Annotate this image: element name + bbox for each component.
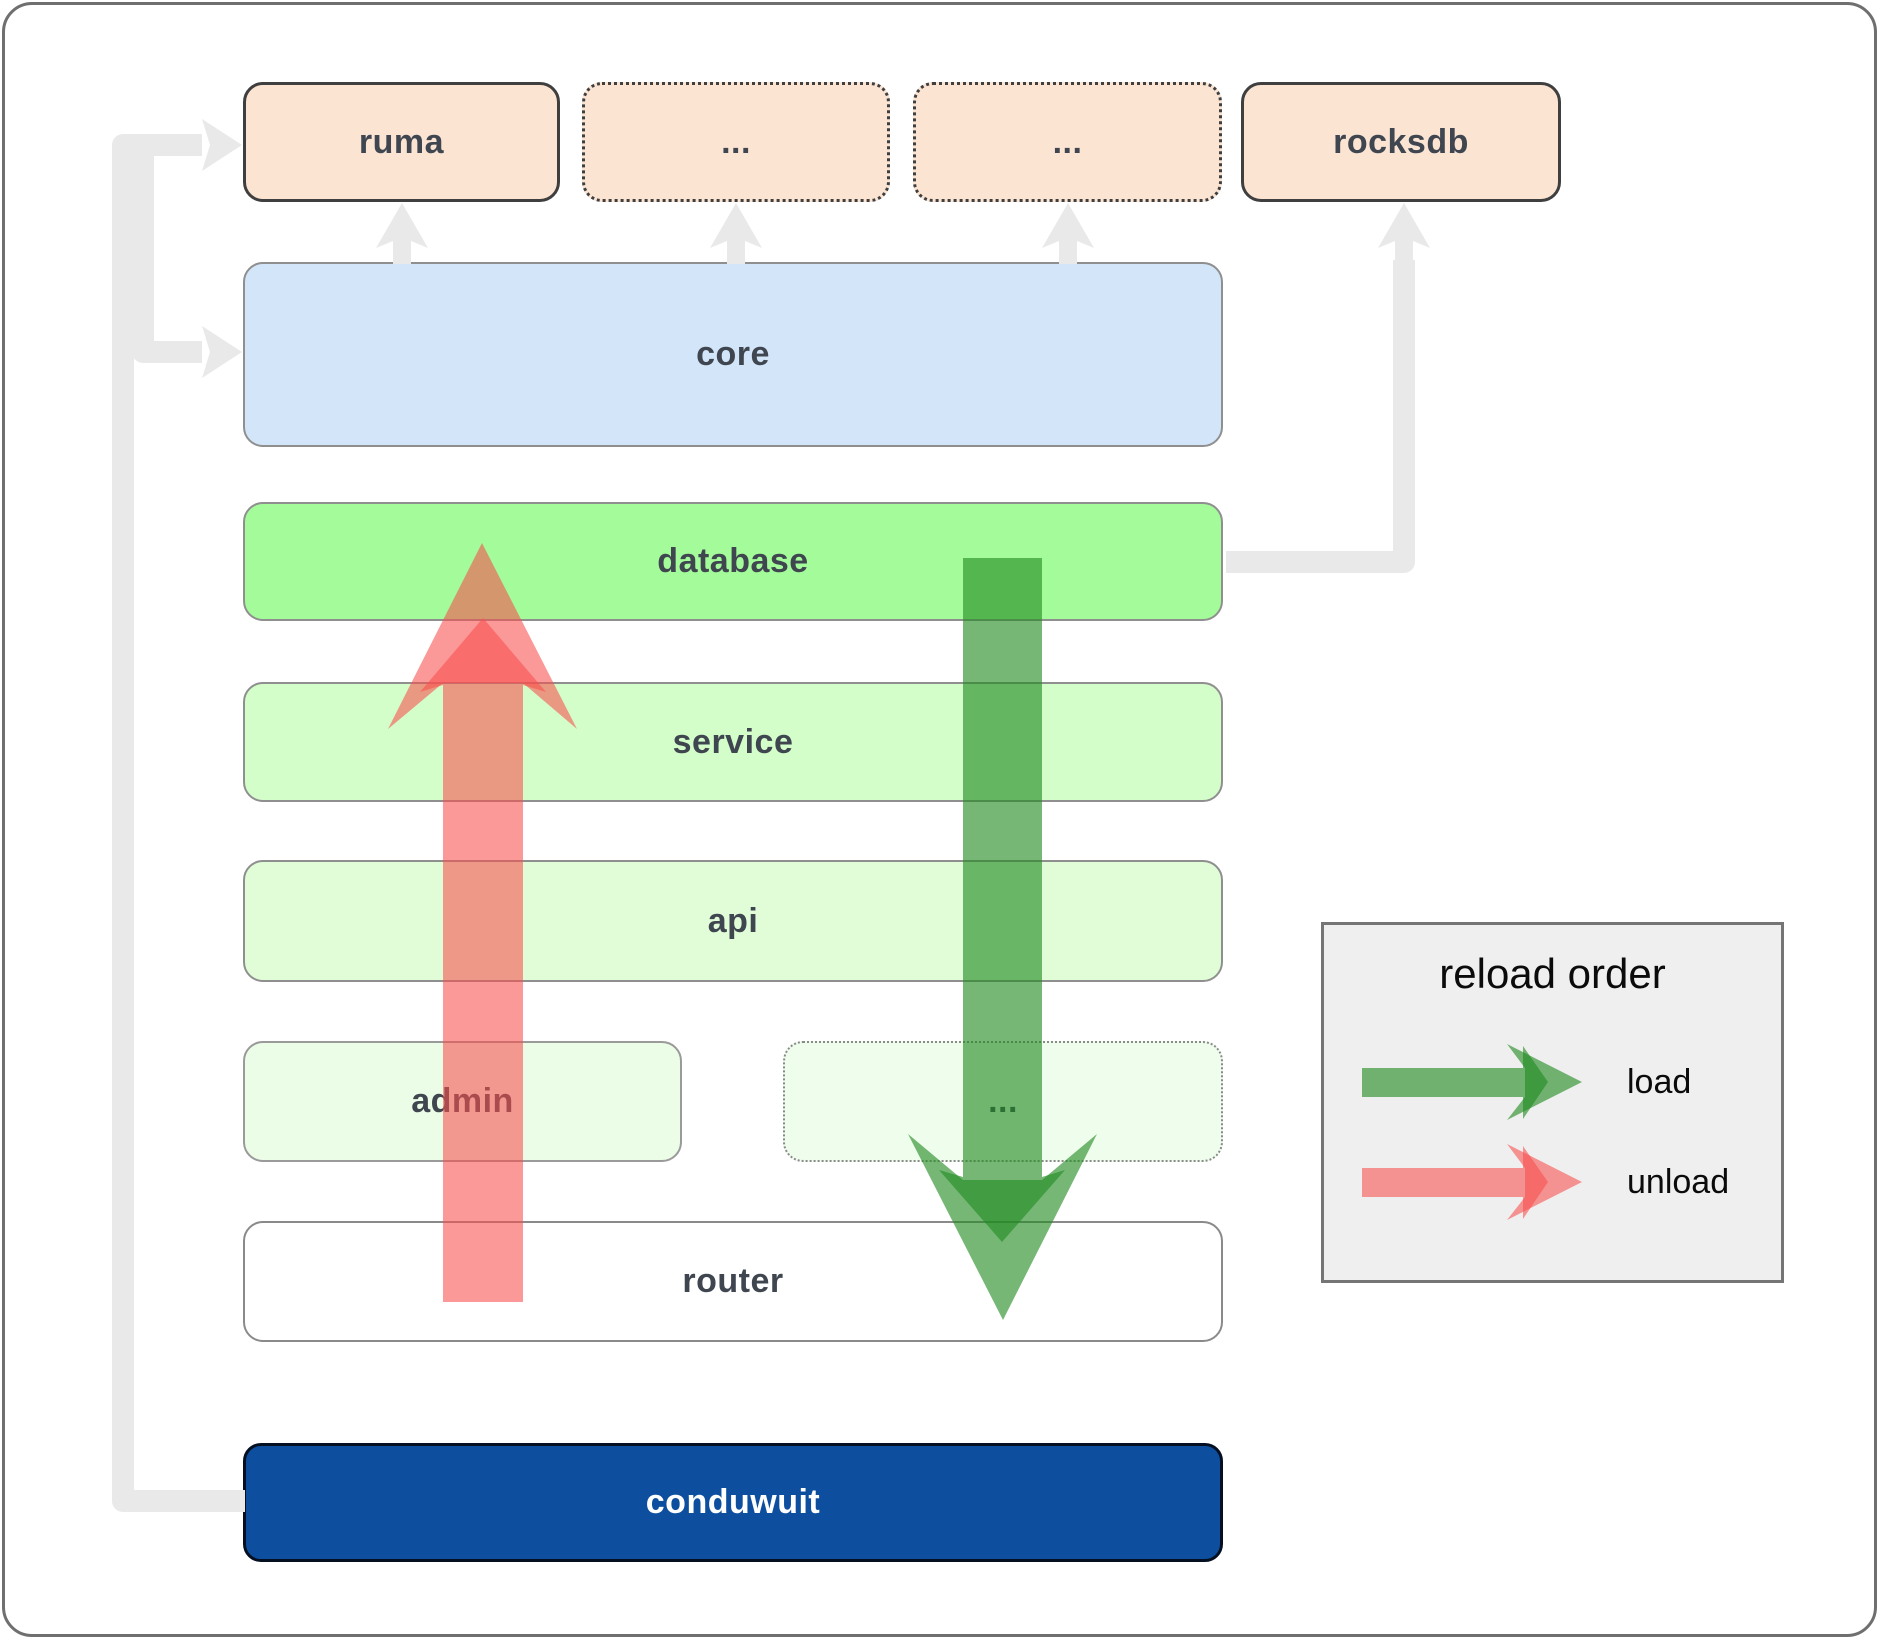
service-box: service bbox=[243, 682, 1223, 802]
conduwuit-label: conduwuit bbox=[645, 1483, 821, 1521]
admin-box: admin bbox=[243, 1041, 682, 1162]
legend-title: reload order bbox=[1439, 950, 1666, 997]
router-box: router bbox=[243, 1221, 1223, 1342]
rocksdb-box: rocksdb bbox=[1241, 82, 1561, 202]
admin-more-label: ... bbox=[988, 1082, 1018, 1120]
database-box: database bbox=[243, 502, 1223, 621]
dependency-box-1: ... bbox=[582, 82, 890, 202]
conduwuit-box: conduwuit bbox=[243, 1443, 1223, 1562]
router-label: router bbox=[682, 1262, 784, 1300]
dependency-box-2: ... bbox=[913, 82, 1222, 202]
dependency-2-label: ... bbox=[1052, 122, 1083, 161]
core-box: core bbox=[243, 262, 1223, 447]
rocksdb-label: rocksdb bbox=[1333, 122, 1469, 161]
ruma-box: ruma bbox=[243, 82, 560, 202]
database-label: database bbox=[657, 542, 809, 580]
ruma-label: ruma bbox=[358, 122, 445, 161]
load-label: load bbox=[1627, 1063, 1692, 1101]
api-box: api bbox=[243, 860, 1223, 982]
admin-label: admin bbox=[411, 1082, 514, 1120]
dependency-1-label: ... bbox=[721, 122, 751, 161]
api-label: api bbox=[707, 901, 759, 940]
core-label: core bbox=[696, 335, 770, 373]
unload-label: unload bbox=[1627, 1163, 1730, 1201]
admin-more-box: ... bbox=[783, 1041, 1223, 1162]
service-label: service bbox=[672, 722, 794, 761]
